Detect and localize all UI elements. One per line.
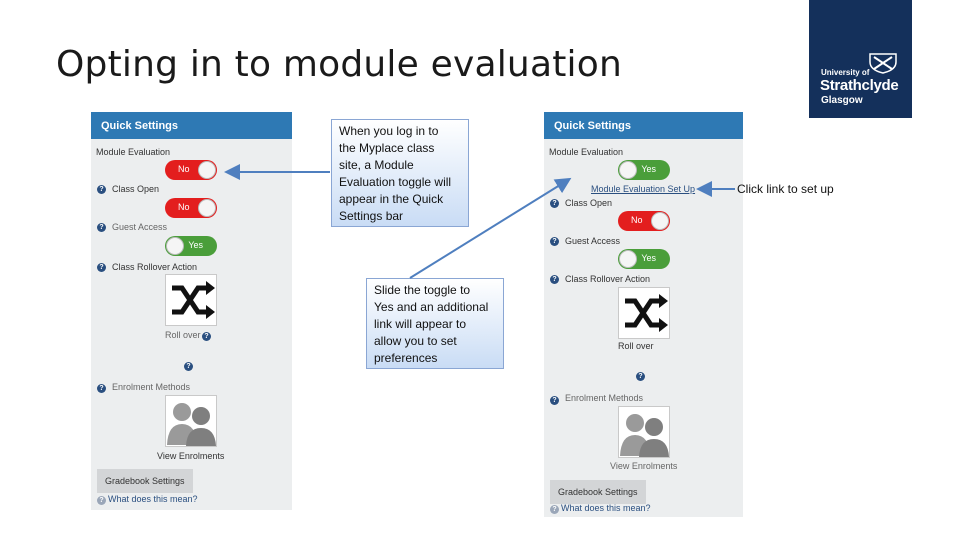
- gradebook-settings-button[interactable]: Gradebook Settings: [550, 480, 646, 504]
- callout-login: When you log in to the Myplace class sit…: [331, 119, 469, 227]
- crest-icon: [869, 53, 897, 74]
- toggle-knob: [198, 161, 216, 179]
- toggle-knob: [166, 237, 184, 255]
- toggle-knob: [198, 199, 216, 217]
- module-evaluation-label: Module Evaluation: [96, 147, 171, 157]
- callout-line: Slide the toggle to: [374, 283, 471, 297]
- view-enrolments-caption: View Enrolments: [610, 461, 678, 471]
- toggle-knob: [619, 161, 637, 179]
- logo-university-of: University of: [821, 68, 870, 77]
- university-logo: University of Strathclyde Glasgow: [809, 0, 912, 118]
- class-open-toggle[interactable]: No: [618, 211, 670, 231]
- help-icon[interactable]: ?: [97, 263, 106, 272]
- view-enrolments-caption: View Enrolments: [157, 451, 225, 461]
- what-does-this-mean-link[interactable]: What does this mean?: [561, 503, 651, 513]
- rollover-icon: [625, 294, 668, 332]
- class-open-label: Class Open: [565, 198, 613, 208]
- logo-city: Glasgow: [821, 95, 863, 106]
- enrolments-button[interactable]: [165, 395, 217, 447]
- quick-settings-panel-after: Quick Settings Module Evaluation Yes Mod…: [544, 112, 743, 517]
- module-evaluation-label: Module Evaluation: [549, 147, 624, 157]
- rollover-caption: Roll over: [165, 330, 201, 340]
- module-evaluation-toggle[interactable]: Yes: [618, 160, 670, 180]
- guest-access-toggle[interactable]: Yes: [618, 249, 670, 269]
- help-icon[interactable]: ?: [550, 396, 559, 405]
- help-icon[interactable]: ?: [550, 199, 559, 208]
- help-icon[interactable]: ?: [550, 275, 559, 284]
- help-icon[interactable]: ?: [97, 384, 106, 393]
- module-evaluation-setup-link[interactable]: Module Evaluation Set Up: [591, 184, 696, 194]
- logo-name: Strathclyde: [820, 77, 899, 94]
- panel-header: Quick Settings: [91, 112, 292, 139]
- callout-setup: Click link to set up: [737, 182, 834, 196]
- help-icon[interactable]: ?: [636, 372, 645, 381]
- callout-line: appear in the Quick: [339, 192, 444, 206]
- module-evaluation-toggle[interactable]: No: [165, 160, 217, 180]
- rollover-label: Class Rollover Action: [112, 262, 198, 272]
- callout-line: allow you to set: [374, 334, 457, 348]
- help-icon[interactable]: ?: [97, 223, 106, 232]
- slide-title: Opting in to module evaluation: [56, 44, 622, 85]
- help-icon[interactable]: ?: [202, 332, 211, 341]
- gradebook-settings-button[interactable]: Gradebook Settings: [97, 469, 193, 493]
- guest-access-toggle[interactable]: Yes: [165, 236, 217, 256]
- rollover-label: Class Rollover Action: [565, 274, 651, 284]
- help-icon: ?: [550, 505, 559, 514]
- callout-line: Yes and an additional: [374, 300, 489, 314]
- toggle-value: Yes: [641, 253, 656, 263]
- toggle-knob: [651, 212, 669, 230]
- class-open-toggle[interactable]: No: [165, 198, 217, 218]
- callout-line: Settings bar: [339, 209, 404, 223]
- toggle-value: No: [178, 164, 190, 174]
- callout-line: preferences: [374, 351, 438, 365]
- help-icon[interactable]: ?: [97, 185, 106, 194]
- guest-access-label: Guest Access: [565, 236, 621, 246]
- panel-header: Quick Settings: [544, 112, 743, 139]
- quick-settings-panel-before: Quick Settings Module Evaluation No ? Cl…: [91, 112, 292, 510]
- help-icon[interactable]: ?: [184, 362, 193, 371]
- toggle-value: No: [631, 215, 643, 225]
- enrolment-methods-label: Enrolment Methods: [112, 382, 191, 392]
- help-icon[interactable]: ?: [550, 237, 559, 246]
- guest-access-label: Guest Access: [112, 222, 168, 232]
- class-open-label: Class Open: [112, 184, 160, 194]
- callout-line: When you log in to: [339, 124, 439, 138]
- help-icon: ?: [97, 496, 106, 505]
- what-does-this-mean-link[interactable]: What does this mean?: [108, 494, 198, 504]
- toggle-value: Yes: [641, 164, 656, 174]
- toggle-value: Yes: [188, 240, 203, 250]
- rollover-button[interactable]: [618, 287, 670, 339]
- callout-line: Evaluation toggle will: [339, 175, 452, 189]
- callout-line: the Myplace class: [339, 141, 435, 155]
- rollover-button[interactable]: [165, 274, 217, 326]
- rollover-icon: [172, 281, 215, 319]
- enrolment-methods-label: Enrolment Methods: [565, 393, 644, 403]
- enrolments-button[interactable]: [618, 406, 670, 458]
- arrow-to-yes-toggle: [409, 177, 572, 279]
- rollover-caption: Roll over: [618, 341, 654, 351]
- toggle-knob: [619, 250, 637, 268]
- callout-line: site, a Module: [339, 158, 414, 172]
- toggle-value: No: [178, 202, 190, 212]
- callout-slide: Slide the toggle to Yes and an additiona…: [366, 278, 504, 369]
- callout-line: link will appear to: [374, 317, 467, 331]
- users-icon: [167, 403, 216, 446]
- users-icon: [620, 414, 669, 457]
